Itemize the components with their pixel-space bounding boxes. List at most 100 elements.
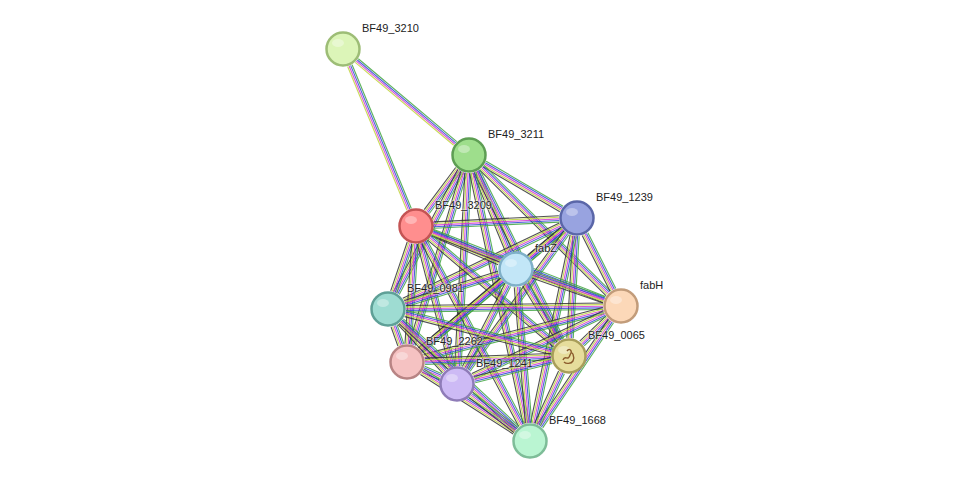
- node-circle-shape: [391, 346, 424, 379]
- interaction-edge: [532, 272, 605, 303]
- evidence-strand: [348, 67, 407, 211]
- node-circle: [325, 31, 361, 67]
- node-circle: [498, 251, 534, 287]
- node-gloss: [519, 431, 531, 439]
- evidence-strand: [471, 395, 516, 430]
- interaction-edge: [469, 393, 518, 433]
- structure-icon: [563, 350, 574, 364]
- evidence-strand: [434, 219, 559, 225]
- node-label: BF49_0981: [407, 282, 464, 295]
- evidence-strand: [525, 284, 559, 340]
- interaction-edge: [582, 233, 616, 292]
- evidence-strand: [473, 393, 518, 428]
- evidence-strand: [475, 317, 606, 380]
- node-circle-shape: [605, 290, 638, 323]
- protein-node: BF49_0065: [551, 338, 587, 374]
- node-circle-shape: [553, 340, 586, 373]
- evidence-strand: [474, 357, 551, 376]
- interaction-edge: [355, 59, 457, 145]
- evidence-strand: [391, 327, 398, 346]
- node-gloss: [446, 374, 458, 382]
- node-label: BF49_3209: [435, 199, 492, 212]
- evidence-strand: [585, 234, 613, 290]
- node-circle: [398, 208, 434, 244]
- node-circle: [512, 423, 548, 459]
- evidence-strand: [584, 235, 612, 291]
- evidence-strand: [469, 398, 514, 433]
- evidence-strand: [355, 62, 453, 145]
- node-label: BF49_0065: [588, 329, 645, 342]
- node-circle-shape: [453, 139, 486, 172]
- evidence-strand: [394, 326, 401, 345]
- evidence-strand: [534, 273, 605, 298]
- evidence-strand: [406, 312, 552, 350]
- node-circle-shape: [441, 368, 474, 401]
- protein-node: BF49_3210: [325, 31, 361, 67]
- evidence-strand: [470, 396, 515, 431]
- node-gloss: [332, 39, 344, 47]
- node-circle: [389, 344, 425, 380]
- protein-node: BF49_3211: [451, 137, 487, 173]
- node-label: BF49_3210: [362, 22, 419, 35]
- evidence-strand: [588, 233, 616, 289]
- evidence-strand: [462, 284, 505, 367]
- node-gloss: [458, 145, 470, 153]
- protein-node: BF49_3209: [398, 208, 434, 244]
- evidence-strand: [534, 272, 605, 297]
- node-circle: [551, 338, 587, 374]
- node-gloss: [405, 216, 417, 224]
- node-circle: [559, 200, 595, 236]
- evidence-strand: [405, 314, 551, 352]
- evidence-strand: [532, 276, 603, 301]
- node-circle: [439, 366, 475, 402]
- interaction-edge: [348, 65, 412, 211]
- protein-node: BF49_1241: [439, 366, 475, 402]
- node-circle-shape: [327, 33, 360, 66]
- evidence-strand: [349, 66, 408, 210]
- evidence-strand: [472, 394, 517, 429]
- protein-node: BF49_2262: [389, 344, 425, 380]
- evidence-strand: [352, 65, 411, 209]
- node-circle: [603, 288, 639, 324]
- evidence-strand: [586, 233, 614, 289]
- node-gloss: [610, 296, 622, 304]
- protein-node: fabH: [603, 288, 639, 324]
- node-label: fabZ: [535, 242, 557, 255]
- node-gloss: [505, 259, 517, 267]
- node-circle-shape: [561, 202, 594, 235]
- node-label: BF49_1668: [549, 414, 606, 427]
- evidence-strand: [351, 65, 410, 209]
- evidence-strand: [434, 217, 559, 223]
- evidence-strand: [532, 278, 603, 303]
- evidence-strand: [393, 326, 400, 345]
- interaction-edge: [434, 216, 559, 229]
- node-circle-shape: [400, 210, 433, 243]
- evidence-strand: [356, 61, 454, 144]
- node-label: BF49_3211: [488, 128, 544, 141]
- node-circle-shape: [500, 253, 533, 286]
- protein-node: BF49_1668: [512, 423, 548, 459]
- node-label: BF49_1239: [596, 191, 653, 204]
- node-label: fabH: [640, 279, 663, 292]
- evidence-strand: [406, 310, 552, 348]
- node-gloss: [566, 208, 578, 216]
- interaction-edge: [404, 271, 500, 306]
- node-gloss: [377, 299, 389, 307]
- protein-node: fabZ: [498, 251, 534, 287]
- node-circle-shape: [372, 293, 405, 326]
- interaction-edge: [406, 303, 603, 312]
- node-label: BF49_2262: [426, 335, 483, 348]
- evidence-strand: [533, 275, 604, 300]
- evidence-strand: [392, 243, 408, 292]
- protein-node: BF49_1239: [559, 200, 595, 236]
- evidence-strand: [391, 242, 407, 291]
- interaction-edge: [391, 325, 404, 346]
- node-circle-shape: [514, 425, 547, 458]
- evidence-strand: [582, 236, 610, 292]
- evidence-strand: [434, 216, 559, 222]
- protein-node: BF49_0981: [370, 291, 406, 327]
- node-gloss: [396, 352, 408, 360]
